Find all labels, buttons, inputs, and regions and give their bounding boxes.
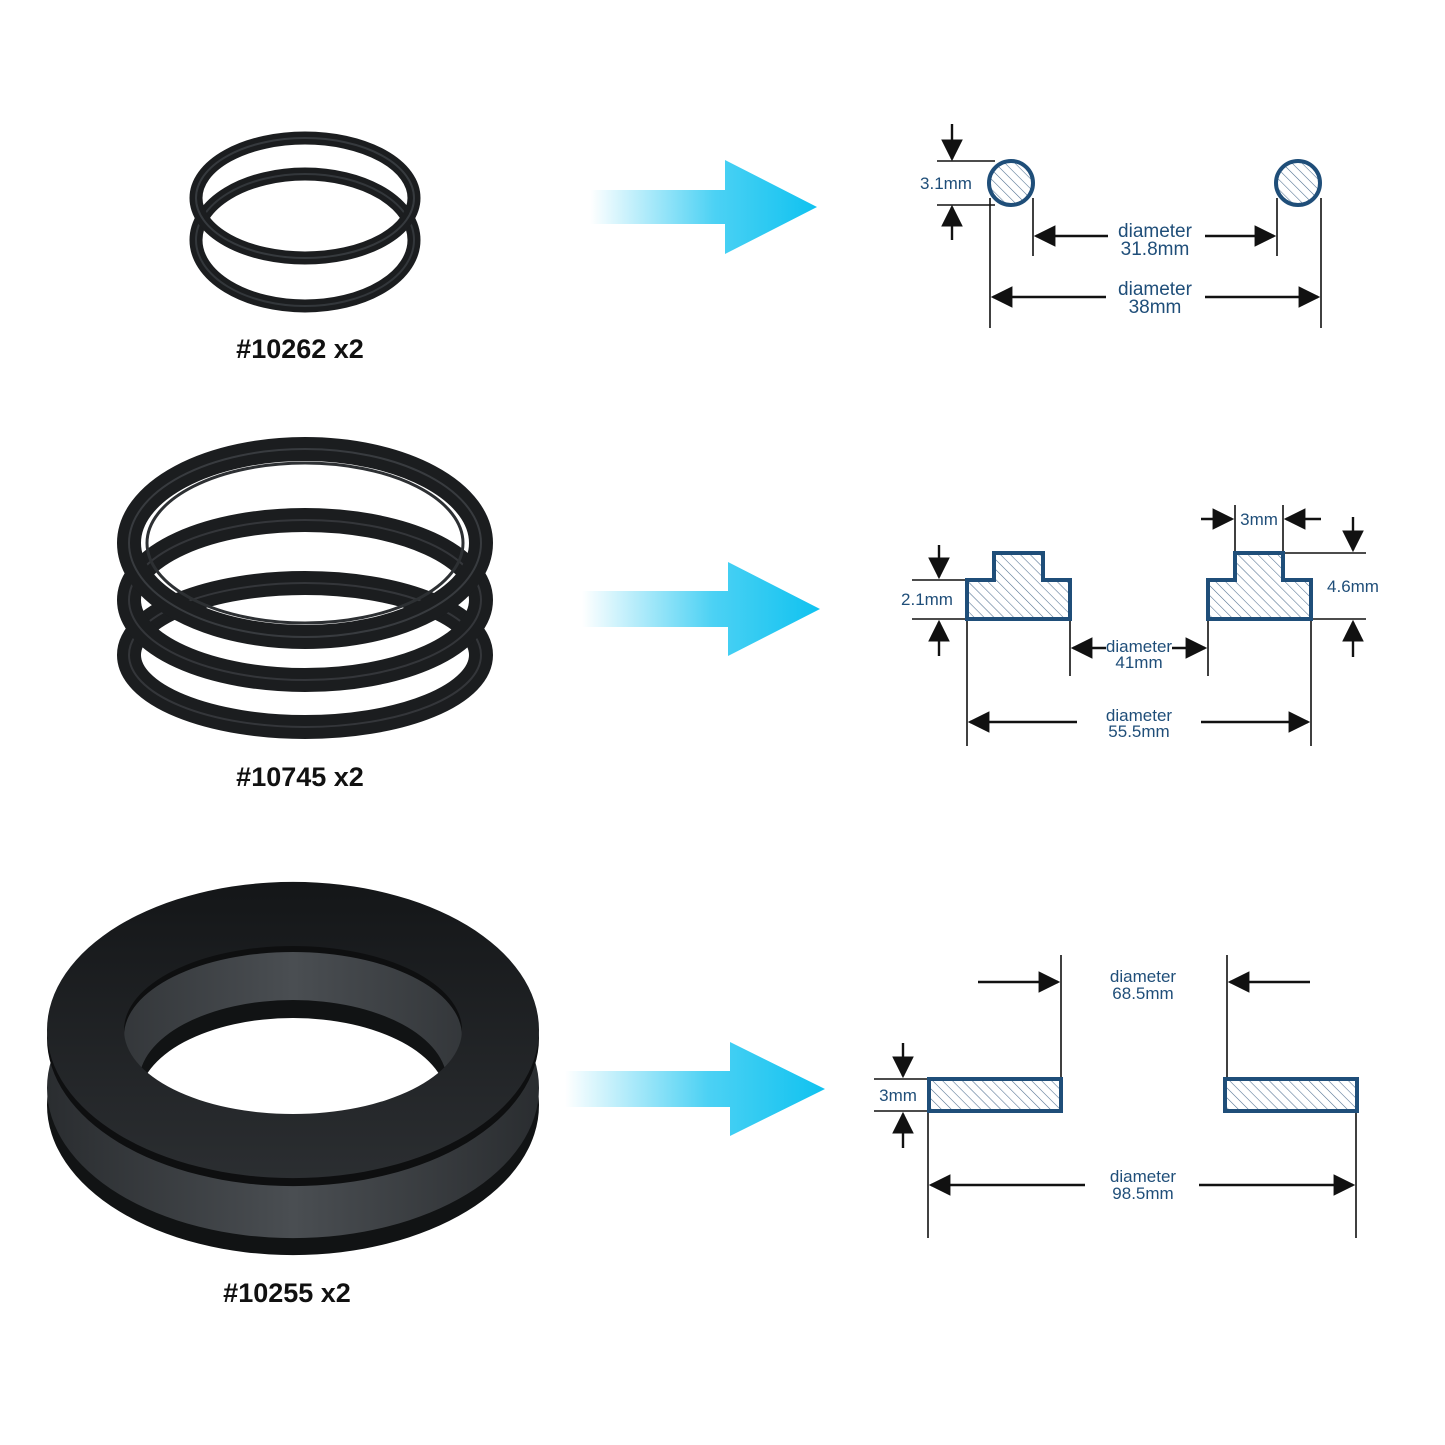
svg-text:31.8mm: 31.8mm [1121, 239, 1190, 260]
height-dimension: 4.6mm [1285, 517, 1379, 657]
cross-section-left [927, 1077, 1063, 1113]
right-arrow-icon [582, 562, 820, 656]
o-ring-image [189, 131, 421, 313]
part-label: #10262 x2 [236, 334, 364, 364]
right-arrow-icon [590, 160, 817, 254]
cross-section-right [1206, 551, 1313, 621]
step-width-dimension: 3mm [1201, 505, 1321, 551]
inner-diameter-dimension: diameter 41mm [1069, 621, 1209, 676]
svg-text:41mm: 41mm [1115, 653, 1162, 672]
svg-text:3mm: 3mm [1240, 510, 1278, 529]
part-label: #10745 x2 [236, 762, 364, 792]
svg-text:55.5mm: 55.5mm [1108, 722, 1169, 741]
outer-diameter-dimension: diameter 55.5mm [966, 621, 1312, 746]
svg-text:3mm: 3mm [879, 1086, 917, 1105]
svg-text:diameter: diameter [1106, 706, 1172, 725]
right-arrow-icon [565, 1042, 825, 1136]
svg-text:38mm: 38mm [1129, 297, 1182, 318]
thickness-dimension: 3mm [874, 1043, 927, 1148]
svg-text:diameter: diameter [1110, 1167, 1176, 1186]
cross-section-left [965, 551, 1072, 621]
outer-diameter-dimension: diameter 98.5mm [927, 1113, 1357, 1238]
flat-washer-image [46, 881, 539, 1256]
svg-text:diameter: diameter [1118, 279, 1193, 300]
gasket-image [117, 437, 493, 739]
svg-text:diameter: diameter [1110, 967, 1176, 986]
svg-text:4.6mm: 4.6mm [1327, 577, 1379, 596]
svg-text:2.1mm: 2.1mm [901, 590, 953, 609]
cross-section-left [987, 159, 1035, 207]
thickness-dimension: 3.1mm [920, 124, 995, 240]
row-1: #10262 x2 3.1mm diameter 31.8mm [189, 124, 1322, 364]
part-label: #10255 x2 [223, 1278, 351, 1308]
svg-text:98.5mm: 98.5mm [1112, 1184, 1173, 1203]
cross-section-right [1223, 1077, 1359, 1113]
inner-diameter-dimension: diameter 31.8mm [1032, 198, 1278, 260]
cross-section-right [1274, 159, 1322, 207]
thickness-dimension: 2.1mm [901, 545, 965, 656]
inner-diameter-dimension: diameter 68.5mm [978, 955, 1310, 1077]
outer-diameter-dimension: diameter 38mm [989, 198, 1322, 328]
svg-text:68.5mm: 68.5mm [1112, 984, 1173, 1003]
row-2: #10745 x2 2.1mm 3mm 4.6mm [117, 437, 1379, 792]
svg-text:3.1mm: 3.1mm [920, 174, 972, 193]
svg-text:diameter: diameter [1106, 637, 1172, 656]
row-3: #10255 x2 3mm diameter 68.5mm [46, 881, 1359, 1308]
svg-text:diameter: diameter [1118, 221, 1193, 242]
